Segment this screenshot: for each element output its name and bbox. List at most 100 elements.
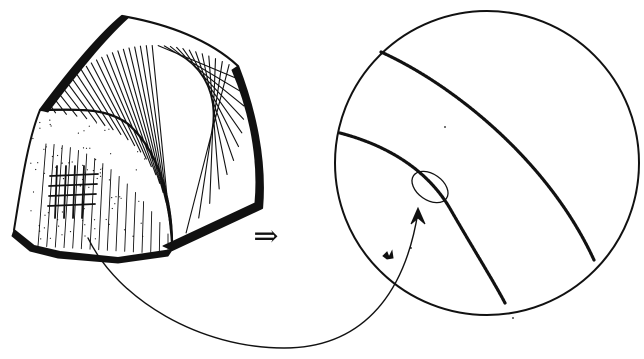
stipple-dot	[124, 229, 125, 230]
stipple-dot	[62, 211, 63, 212]
mapping-arrow-head	[411, 208, 425, 224]
stipple-dot	[49, 120, 50, 121]
sphere-speck	[410, 247, 412, 249]
stipple-dot	[86, 148, 87, 149]
stipple-dot	[121, 198, 122, 199]
stipple-dot	[57, 155, 58, 156]
stipple-dot	[46, 146, 47, 147]
stipple-dot	[30, 163, 31, 164]
stipple-dot	[137, 151, 138, 152]
stipple-dot	[39, 231, 40, 232]
stipple-dot	[84, 235, 85, 236]
stipple-dot	[141, 223, 142, 224]
stipple-dot	[94, 219, 95, 220]
hatch-line	[164, 46, 242, 93]
hatch-line	[107, 170, 111, 251]
stipple-dot	[111, 197, 112, 198]
stipple-dot	[30, 210, 31, 211]
stipple-dot	[100, 172, 101, 173]
stipple-dot	[43, 149, 44, 150]
stipple-dot	[108, 129, 109, 130]
stipple-dot	[114, 203, 115, 204]
stipple-dot	[52, 156, 53, 157]
stipple-dot	[94, 228, 95, 229]
sphere-speck	[512, 317, 514, 319]
stipple-dot	[119, 196, 120, 197]
stipple-dot	[100, 169, 101, 170]
hatch-line	[186, 65, 229, 233]
hatch-line	[72, 78, 105, 126]
stipple-dot	[62, 163, 63, 164]
stipple-dot	[100, 176, 101, 177]
stipple-dot	[144, 158, 145, 159]
stipple-dot	[136, 169, 137, 170]
stipple-dot	[39, 128, 40, 129]
cone-hatching-upper	[48, 46, 244, 248]
implies-arrow: ⇒	[253, 219, 278, 254]
stipple-dot	[70, 231, 71, 232]
stipple-dot	[88, 187, 89, 188]
stipple-dot	[142, 236, 143, 237]
stipple-dot	[35, 169, 36, 170]
stipple-dot	[132, 236, 133, 237]
stipple-dot	[93, 170, 94, 171]
stipple-dot	[68, 162, 69, 163]
grid-patch-icon	[48, 166, 98, 218]
stipple-dot	[84, 208, 85, 209]
hatch-line	[116, 176, 119, 250]
stipple-dot	[89, 126, 90, 127]
stipple-dot	[32, 138, 33, 139]
stipple-dot	[61, 148, 62, 149]
stipple-dot	[33, 191, 34, 192]
stipple-dot	[84, 224, 85, 225]
hatch-line	[125, 184, 128, 251]
hatch-line	[67, 82, 96, 122]
hatch-line	[151, 212, 152, 253]
stipple-dot	[83, 147, 84, 148]
sphere-with-curves-icon	[335, 11, 639, 319]
stipple-dot	[112, 208, 113, 209]
stipple-dot	[48, 212, 49, 213]
stipple-dot	[89, 148, 90, 149]
stipple-dot	[37, 162, 38, 163]
stipple-dot	[44, 173, 45, 174]
stipple-dot	[109, 224, 110, 225]
stipple-dot	[115, 196, 116, 197]
stipple-dot	[63, 178, 64, 179]
stipple-dot	[106, 219, 107, 220]
stipple-dot	[44, 215, 45, 216]
sphere-curve-upper	[381, 52, 594, 260]
stipple-dot	[50, 124, 51, 125]
stipple-dot	[39, 122, 40, 123]
hatch-line	[81, 70, 121, 135]
stipple-dot	[110, 153, 111, 154]
cone-stipple	[30, 120, 145, 240]
stipple-dot	[61, 234, 62, 235]
hatch-line	[159, 222, 160, 253]
stipple-dot	[51, 125, 52, 126]
stipple-dot	[44, 227, 45, 228]
stipple-dot	[95, 159, 96, 160]
stipple-dot	[87, 169, 88, 170]
stipple-dot	[83, 130, 84, 131]
stipple-dot	[58, 226, 59, 227]
hatch-line	[133, 192, 135, 252]
hatch-line	[177, 47, 244, 119]
stipple-dot	[39, 225, 40, 226]
stipple-dot	[57, 219, 58, 220]
stipple-dot	[102, 168, 103, 169]
sphere-ink-mark	[383, 251, 393, 259]
stipple-dot	[78, 133, 79, 134]
stipple-dot	[97, 178, 98, 179]
stipple-dot	[82, 220, 83, 221]
hatch-line	[57, 92, 77, 117]
stipple-dot	[138, 201, 139, 202]
hatch-line	[91, 63, 134, 146]
stipple-dot	[109, 179, 110, 180]
stipple-dot	[96, 122, 97, 123]
stipple-dot	[72, 161, 73, 162]
stipple-dot	[40, 238, 41, 239]
ruled-cone-icon	[12, 16, 263, 263]
